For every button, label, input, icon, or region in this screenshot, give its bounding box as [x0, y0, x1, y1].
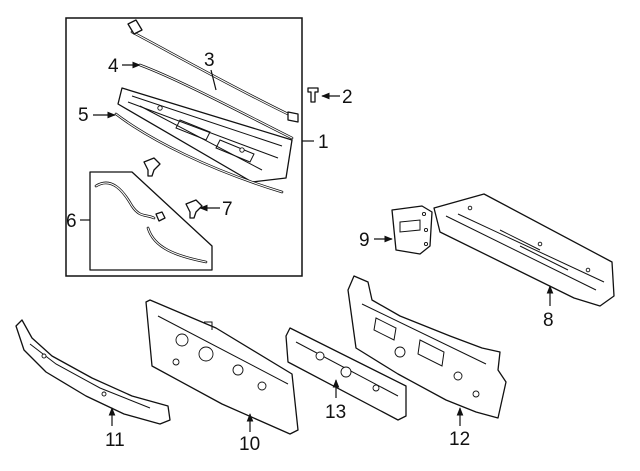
callout-3: 3: [204, 50, 215, 71]
callout-3-leader: [210, 69, 217, 91]
cowl-assembly-box: [65, 17, 303, 277]
callout-7: 7: [222, 199, 233, 220]
callout-6: 6: [66, 211, 77, 232]
callout-8: 8: [543, 310, 554, 331]
callout-2: 2: [342, 87, 353, 108]
dash-insulator-part-12: [347, 275, 507, 419]
dash-panel-part-10: [145, 299, 299, 435]
callout-13: 13: [325, 402, 346, 423]
weatherstrip-part-3: [127, 19, 299, 123]
lower-seal-part-5: [114, 112, 284, 194]
callout-4: 4: [108, 56, 119, 77]
clip-part-2: [307, 87, 319, 103]
callout-11: 11: [105, 430, 125, 451]
bracket-part-9: [391, 205, 433, 255]
cross-member-part-13: [285, 327, 407, 421]
seal-part-4: [138, 63, 294, 140]
callout-5: 5: [78, 105, 89, 126]
grommet-part-7: [185, 199, 203, 219]
fastener-small: [143, 157, 161, 177]
callout-1: 1: [318, 132, 329, 153]
cowl-top-panel-part-8: [433, 193, 615, 307]
callout-12: 12: [449, 429, 470, 450]
callout-9: 9: [359, 230, 370, 251]
hose-kit-part-6: [89, 171, 213, 271]
side-rail-part-11: [15, 319, 171, 425]
callout-10: 10: [239, 434, 260, 455]
cowl-grille-panel: [117, 87, 293, 183]
